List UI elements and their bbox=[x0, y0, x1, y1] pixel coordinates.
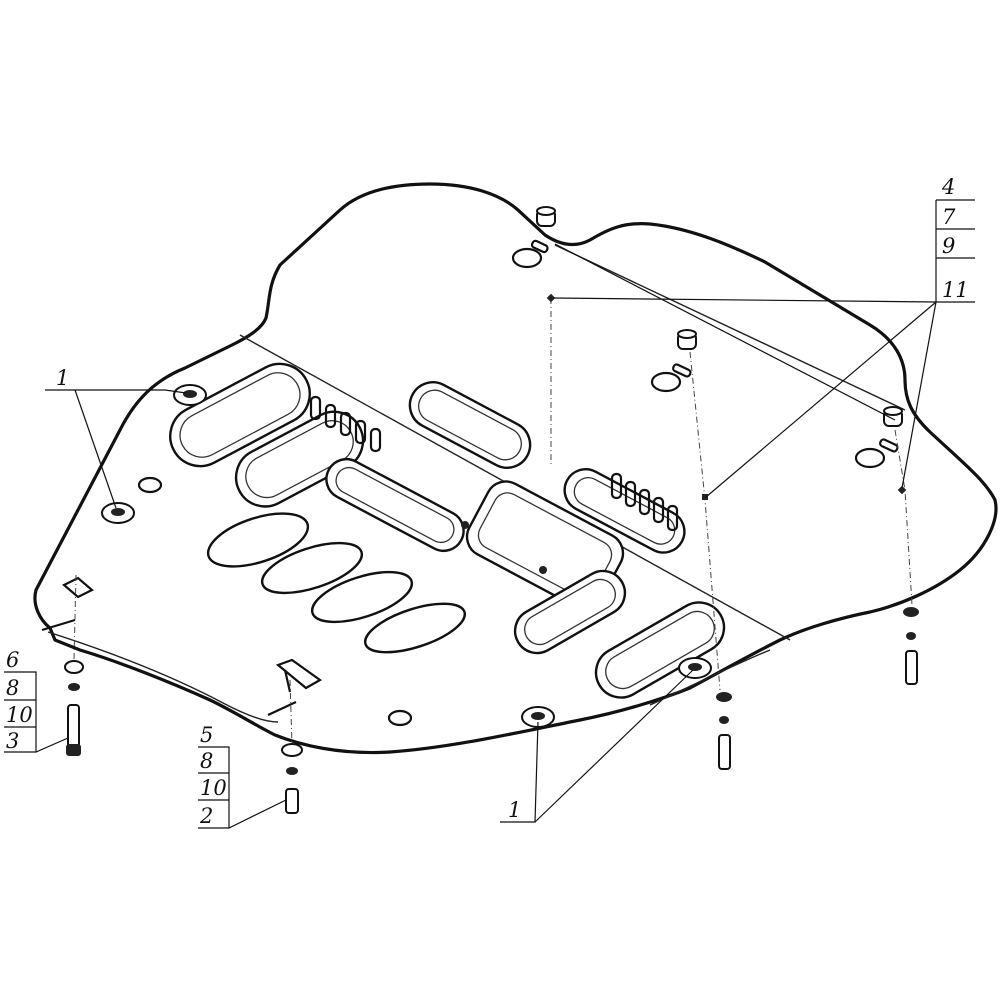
stamped-windows bbox=[169, 362, 726, 699]
mounting-nuts bbox=[101, 384, 712, 728]
louver-tabs-left bbox=[309, 395, 382, 453]
callout-left-6: 6 bbox=[6, 648, 19, 672]
callout-right-7: 7 bbox=[942, 205, 956, 229]
flange-right bbox=[649, 649, 771, 706]
callout-labels: 1 1 4 7 9 11 6 8 10 3 5 8 10 2 bbox=[6, 175, 969, 828]
spacers-top bbox=[536, 206, 903, 427]
skid-plate-outline bbox=[33, 182, 998, 755]
callout-center-2: 2 bbox=[199, 804, 213, 828]
fastener-stack-center bbox=[281, 743, 303, 814]
fastener-stack-left bbox=[64, 660, 84, 756]
callout-right-11: 11 bbox=[942, 278, 969, 302]
brackets bbox=[41, 576, 323, 716]
fastener-stack-right-b bbox=[903, 607, 919, 685]
leader-lines bbox=[4, 199, 975, 829]
fold-line-rear bbox=[554, 244, 906, 411]
callout-left-3: 3 bbox=[6, 729, 19, 753]
flange-left bbox=[47, 631, 279, 723]
callout-1-bottom: 1 bbox=[508, 798, 521, 822]
callout-left-10: 10 bbox=[6, 703, 33, 727]
callout-right-4: 4 bbox=[941, 175, 955, 199]
callout-center-8: 8 bbox=[200, 749, 213, 773]
vent-openings bbox=[206, 512, 467, 654]
callout-right-9: 9 bbox=[942, 234, 955, 258]
callout-left-8: 8 bbox=[6, 676, 19, 700]
small-holes bbox=[137, 239, 899, 727]
centerline-markers bbox=[546, 293, 907, 500]
fastener-stack-right-a bbox=[716, 692, 732, 770]
callout-center-5: 5 bbox=[200, 723, 213, 747]
callout-center-10: 10 bbox=[200, 776, 227, 800]
louver-tabs-right bbox=[610, 472, 679, 532]
callout-1-left: 1 bbox=[56, 366, 69, 390]
